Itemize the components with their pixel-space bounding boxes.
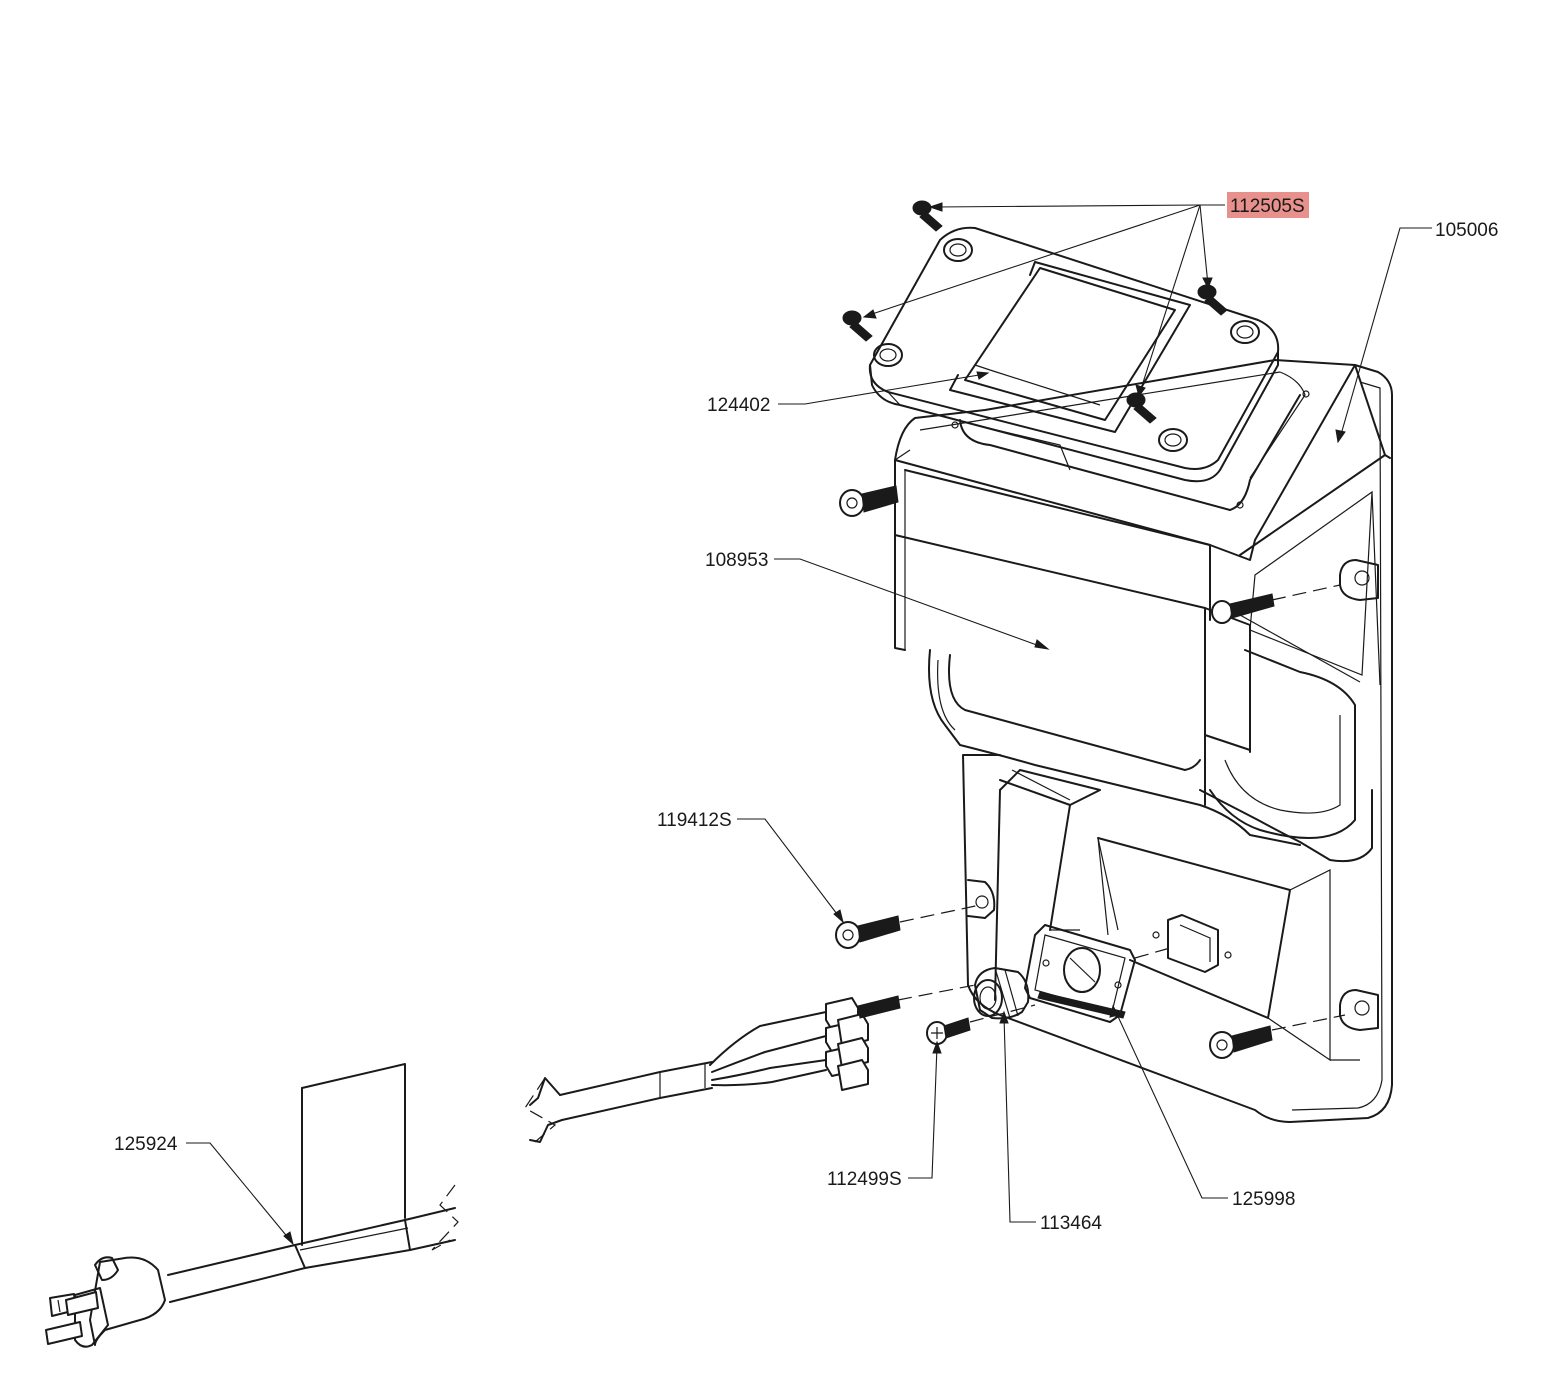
screw-119412s-upper-left bbox=[839, 485, 899, 517]
callout-108953[interactable]: 108953 bbox=[705, 550, 768, 571]
screw-112499s bbox=[926, 1004, 1036, 1045]
callout-label: 125998 bbox=[1232, 1189, 1295, 1210]
callout-112505s[interactable]: 112505S bbox=[1227, 192, 1309, 218]
cover-plate-124402 bbox=[868, 226, 1280, 483]
callout-124402[interactable]: 124402 bbox=[707, 395, 770, 416]
plug-cord-125924 bbox=[45, 1063, 459, 1348]
callout-label: 112499S bbox=[827, 1169, 902, 1190]
callout-125998[interactable]: 125998 bbox=[1232, 1189, 1295, 1210]
label-108953 bbox=[894, 449, 1251, 806]
cord-harness bbox=[524, 984, 976, 1143]
screw-119412s-lower-left bbox=[835, 904, 981, 949]
screw-112505s-a bbox=[912, 200, 943, 232]
callout-105006[interactable]: 105006 bbox=[1435, 220, 1498, 241]
callout-113464[interactable]: 113464 bbox=[1040, 1213, 1102, 1234]
screw-119412s-lower-right bbox=[1209, 1014, 1346, 1059]
leader-lines bbox=[186, 204, 1432, 1241]
screw-112505s-b bbox=[842, 310, 873, 342]
callout-label: 112505S bbox=[1230, 196, 1305, 217]
callout-label: 108953 bbox=[705, 550, 768, 571]
screw-119412s-right bbox=[1211, 584, 1341, 624]
screw-112505s-d bbox=[1126, 392, 1157, 424]
callout-label: 119412S bbox=[657, 810, 732, 831]
callout-119412s[interactable]: 119412S bbox=[657, 810, 732, 831]
arrowheads bbox=[283, 202, 1346, 1246]
screw-112505s-c bbox=[1197, 284, 1228, 316]
callout-label: 105006 bbox=[1435, 220, 1498, 241]
strain-relief-113464 bbox=[973, 967, 1030, 1020]
callout-highlight bbox=[1227, 192, 1309, 218]
callout-label: 125924 bbox=[114, 1134, 178, 1155]
callout-label: 124402 bbox=[707, 395, 770, 416]
callout-125924[interactable]: 125924 bbox=[114, 1134, 178, 1155]
callout-112499s[interactable]: 112499S bbox=[827, 1169, 902, 1190]
callout-label: 113464 bbox=[1040, 1213, 1102, 1234]
receptacle-plate-125998 bbox=[1024, 924, 1171, 1023]
